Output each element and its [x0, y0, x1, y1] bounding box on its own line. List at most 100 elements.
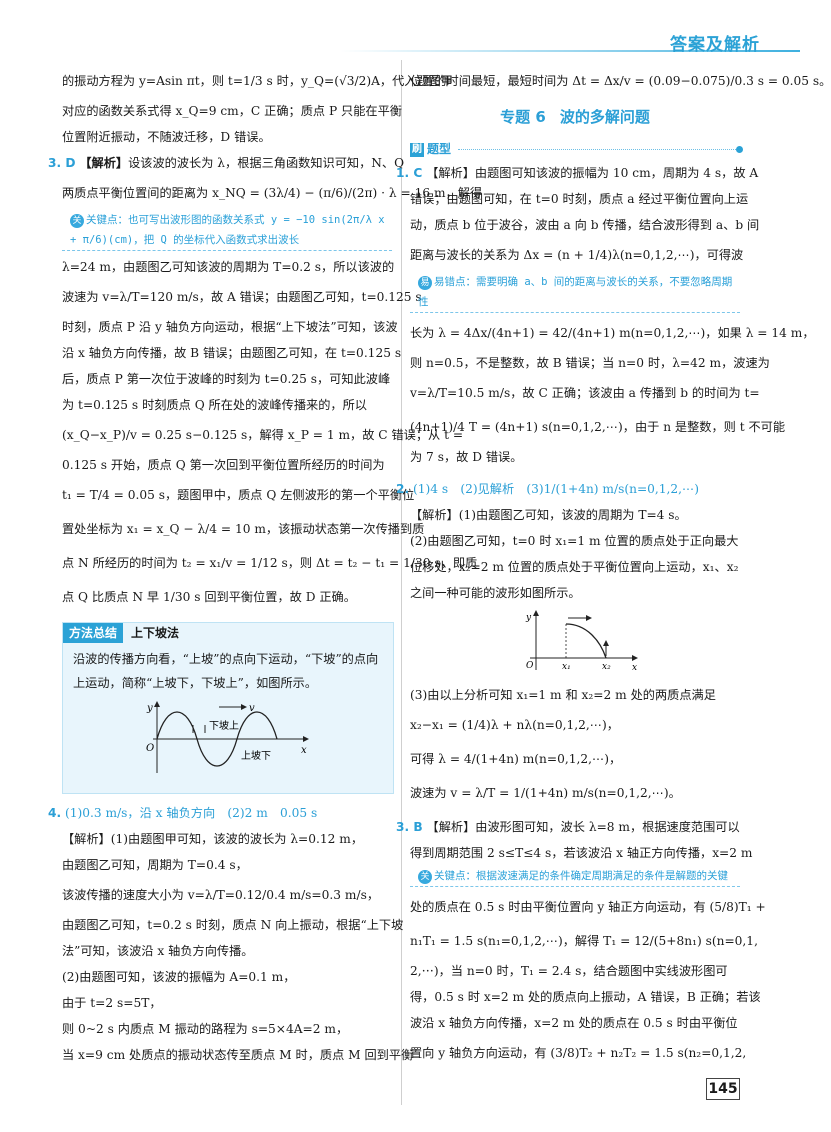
y-axis-label: y — [525, 613, 532, 623]
velocity-label: v — [249, 703, 255, 714]
text-line: 则 0~2 s 内质点 M 振动的路程为 s=5×4A=2 m， — [62, 1022, 349, 1036]
text-line: 位置的时间最短，最短时间为 Δt = Δx/v = (0.09−0.075)/0… — [410, 74, 831, 88]
key-point-tip: 关关键点：根据波速满足的条件确定周期满足的条件是解题的关键 — [410, 866, 740, 887]
method-header: 方法总结上下坡法 — [63, 623, 393, 643]
text-line: 置向 y 轴负方向运动，有 (3/8)T₂ + n₂T₂ = 1.5 s(n₂=… — [410, 1046, 747, 1060]
question-number: 1. C — [396, 166, 423, 180]
key-point-tip: 关关键点：也可写出波形图的函数关系式 y = −10 sin(2π/λ x + … — [62, 210, 392, 251]
text-line: 可得 λ = 4/(1+4n) m(n=0,1,2,⋯)， — [410, 752, 622, 766]
origin-label: O — [146, 743, 154, 754]
text-line: 位置附近振动，不随波迁移，D 错误。 — [62, 130, 271, 144]
text-line: 对应的函数关系式得 x_Q=9 cm，C 正确；质点 P 只能在平衡 — [62, 104, 402, 118]
tip-text: 易错点：需要明确 a、b 间的距离与波长的关系，不要忽略周期性 — [418, 276, 733, 308]
question-number: 3. B — [396, 820, 423, 834]
text-line: 0.125 s 开始，质点 Q 第一次回到平衡位置所经历的时间为 — [62, 458, 385, 472]
text-line: 由题图乙可知，t=0.2 s 时刻，质点 N 向上振动，根据“上下坡 — [62, 918, 404, 932]
uphill-down-label: 上坡下 — [241, 749, 271, 762]
text-line: 法”可知，该波沿 x 轴负方向传播。 — [62, 944, 254, 958]
text-line: 置处坐标为 x₁ = x_Q − λ/4 = 10 m，该振动状态第一次传播到质 — [62, 522, 425, 536]
waveform-figure: y x O x₁ x₂ — [410, 610, 740, 676]
text-line: 为 t=0.125 s 时刻质点 Q 所在处的波峰传播来的，所以 — [62, 398, 367, 412]
text-line: 设该波的波长为 λ，根据三角函数知识可知，N、Q — [128, 156, 405, 170]
method-label: 方法总结 — [63, 623, 124, 643]
text-line: 由于 t=2 s=5T， — [62, 996, 162, 1010]
question-number: 2. — [396, 482, 410, 496]
brush-icon: 刷 — [410, 142, 424, 157]
q1-first-line: 1. C 【解析】由题图可知该波的振幅为 10 cm，周期为 4 s，故 A — [396, 160, 758, 186]
answer-text: (1)4 s (2)见解析 (3)1/(1+4n) m/s(n=0,1,2,⋯) — [413, 482, 699, 496]
left-column: 的振动方程为 y=Asin πt，则 t=1/3 s 时，y_Q=(√3/2)A… — [48, 64, 483, 1068]
column-divider — [401, 60, 402, 1105]
text-line: t₁ = T/4 = 0.05 s，题图甲中，质点 Q 左侧波形的第一个平衡位 — [62, 488, 415, 502]
right-column: 位置的时间最短，最短时间为 Δt = Δx/v = (0.09−0.075)/0… — [396, 64, 831, 1070]
sine-wave-diagram: v y x O 下坡上 上坡下 — [146, 701, 309, 773]
method-title: 上下坡法 — [131, 626, 180, 640]
tip-text: 关键点：也可写出波形图的函数关系式 y = −10 sin(2π/λ x + π… — [70, 214, 385, 246]
text-line: v=λ/T=10.5 m/s，故 C 正确；该波由 a 传播到 b 的时间为 t… — [410, 386, 760, 400]
section-prefix: 专题 6 — [500, 108, 546, 126]
text-line: 后，质点 P 第一次位于波峰的时刻为 t=0.25 s，可知此波峰 — [62, 372, 391, 386]
practice-subhead: 刷题型 — [410, 138, 743, 160]
text-line: 波速为 v=λ/T=120 m/s，故 A 错误；由题图乙可知，t=0.125 … — [62, 290, 422, 304]
text-line: 为 7 s，故 D 错误。 — [410, 450, 523, 464]
text-line: 【解析】(1)由题图乙可知，该波的周期为 T=4 s。 — [410, 508, 687, 522]
text-line: x₂−x₁ = (1/4)λ + nλ(n=0,1,2,⋯)， — [410, 718, 619, 732]
text-line: (2)由题图可知，该波的振幅为 A=0.1 m， — [62, 970, 296, 984]
text-line: 则 n=0.5，不是整数，故 B 错误；当 n=0 时，λ=42 m，波速为 — [410, 356, 770, 370]
text-line: 【解析】(1)由题图甲可知，该波的波长为 λ=0.12 m， — [62, 832, 364, 846]
text-line: (3)由以上分析可知 x₁=1 m 和 x₂=2 m 处的两质点满足 — [410, 688, 716, 702]
answer-text: (1)0.3 m/s，沿 x 轴负方向 (2)2 m 0.05 s — [65, 806, 318, 820]
method-summary-box: 方法总结上下坡法 沿波的传播方向看，“上坡”的点向下运动，“下坡”的点向上运动，… — [62, 622, 394, 794]
x2-label: x₂ — [602, 662, 611, 672]
slope-method-figure: v y x O 下坡上 上坡下 — [63, 699, 393, 781]
y-axis-label: y — [146, 703, 153, 714]
analysis-tag: 【解析】 — [79, 156, 129, 170]
x-axis-label: x — [301, 745, 307, 756]
text-line: 波速为 v = λ/T = 1/(1+4n) m/s(n=0,1,2,⋯)。 — [410, 786, 681, 800]
warning-icon: 易 — [418, 276, 432, 290]
text-line: 该波传播的速度大小为 v=λ/T=0.12/0.4 m/s=0.3 m/s， — [62, 888, 380, 902]
text-line: 波沿 x 轴负方向传播，x=2 m 处的质点在 0.5 s 时由平衡位 — [410, 1016, 738, 1030]
text-line: 当 x=9 cm 处质点的振动状态传至质点 M 时，质点 M 回到平衡 — [62, 1048, 414, 1062]
key-point-icon: 关 — [418, 870, 432, 884]
text-line: 由题图乙可知，周期为 T=0.4 s， — [62, 858, 248, 872]
text-line: (x_Q−x_P)/v = 0.25 s−0.125 s，解得 x_P = 1 … — [62, 428, 464, 442]
method-body: 沿波的传播方向看，“上坡”的点向下运动，“下坡”的点向上运动，简称“上坡下，下坡… — [73, 652, 379, 690]
x-axis-label: x — [632, 663, 637, 673]
dotted-rule — [458, 146, 743, 153]
text-line: 的振动方程为 y=Asin πt，则 t=1/3 s 时，y_Q=(√3/2)A… — [62, 74, 454, 88]
header-stripe — [340, 50, 800, 52]
page-number: 145 — [706, 1078, 740, 1100]
text-line: 得，0.5 s 时 x=2 m 处的质点向上振动，A 错误，B 正确；若该 — [410, 990, 761, 1004]
text-line: 【解析】由波形图可知，波长 λ=8 m，根据速度范围可以 — [426, 820, 740, 834]
error-prone-tip: 易易错点：需要明确 a、b 间的距离与波长的关系，不要忽略周期性 — [410, 272, 740, 313]
text-line: n₁T₁ = 1.5 s(n₁=0,1,2,⋯)，解得 T₁ = 12/(5+8… — [410, 934, 758, 948]
text-line: 距离与波长的关系为 Δx = (n + 1/4)λ(n=0,1,2,⋯)，可得波 — [410, 248, 744, 262]
q3-first-line: 3. B 【解析】由波形图可知，波长 λ=8 m，根据速度范围可以 — [396, 814, 740, 840]
section-title: 专题 6 波的多解问题 — [410, 102, 740, 132]
text-line: λ=24 m，由题图乙可知该波的周期为 T=0.2 s，所以该波的 — [62, 260, 395, 274]
text-line: 时刻，质点 P 沿 y 轴负方向运动，根据“上下坡法”可知，该波 — [62, 320, 398, 334]
text-line: 得到周期范围 2 s≤T≤4 s，若该波沿 x 轴正方向传播，x=2 m — [410, 846, 753, 860]
question-number: 4. — [48, 806, 62, 820]
waveform-diagram: y x O x₁ x₂ — [525, 610, 638, 673]
text-line: 【解析】由题图可知该波的振幅为 10 cm，周期为 4 s，故 A — [426, 166, 759, 180]
text-line: 沿 x 轴负方向传播，故 B 错误；由题图乙可知，在 t=0.125 s — [62, 346, 402, 360]
header-title: 答案及解析 — [670, 35, 760, 55]
q4-answer-line: 4. (1)0.3 m/s，沿 x 轴负方向 (2)2 m 0.05 s — [48, 800, 392, 826]
section-name: 波的多解问题 — [559, 108, 650, 126]
x1-label: x₁ — [562, 662, 571, 672]
text-line: 错误；由题图可知，在 t=0 时刻，质点 a 经过平衡位置向上运 — [410, 192, 749, 206]
text-line: (4n+1)/4 T = (4n+1) s(n=0,1,2,⋯)，由于 n 是整… — [410, 420, 786, 434]
subhead-text: 题型 — [427, 142, 452, 156]
text-line: 之间一种可能的波形如图所示。 — [410, 586, 581, 600]
key-point-icon: 关 — [70, 214, 84, 228]
text-line: 动，质点 b 位于波谷，波由 a 向 b 传播，结合波形得到 a、b 间 — [410, 218, 760, 232]
text-line: 位移处，x₂=2 m 位置的质点处于平衡位置向上运动，x₁、x₂ — [410, 560, 739, 574]
text-line: 处的质点在 0.5 s 时由平衡位置向 y 轴正方向运动，有 (5/8)T₁ + — [410, 900, 766, 914]
text-line: 两质点平衡位置间的距离为 x_NQ = (3λ/4) − (π/6)/(2π) … — [62, 186, 483, 200]
text-line: 点 N 所经历的时间为 t₂ = x₁/v = 1/12 s，则 Δt = t₂… — [62, 556, 478, 570]
q3-first-line: 3. D 【解析】设该波的波长为 λ，根据三角函数知识可知，N、Q — [48, 150, 404, 176]
q2-answer-line: 2. (1)4 s (2)见解析 (3)1/(1+4n) m/s(n=0,1,2… — [396, 476, 740, 502]
question-number: 3. D — [48, 156, 76, 170]
